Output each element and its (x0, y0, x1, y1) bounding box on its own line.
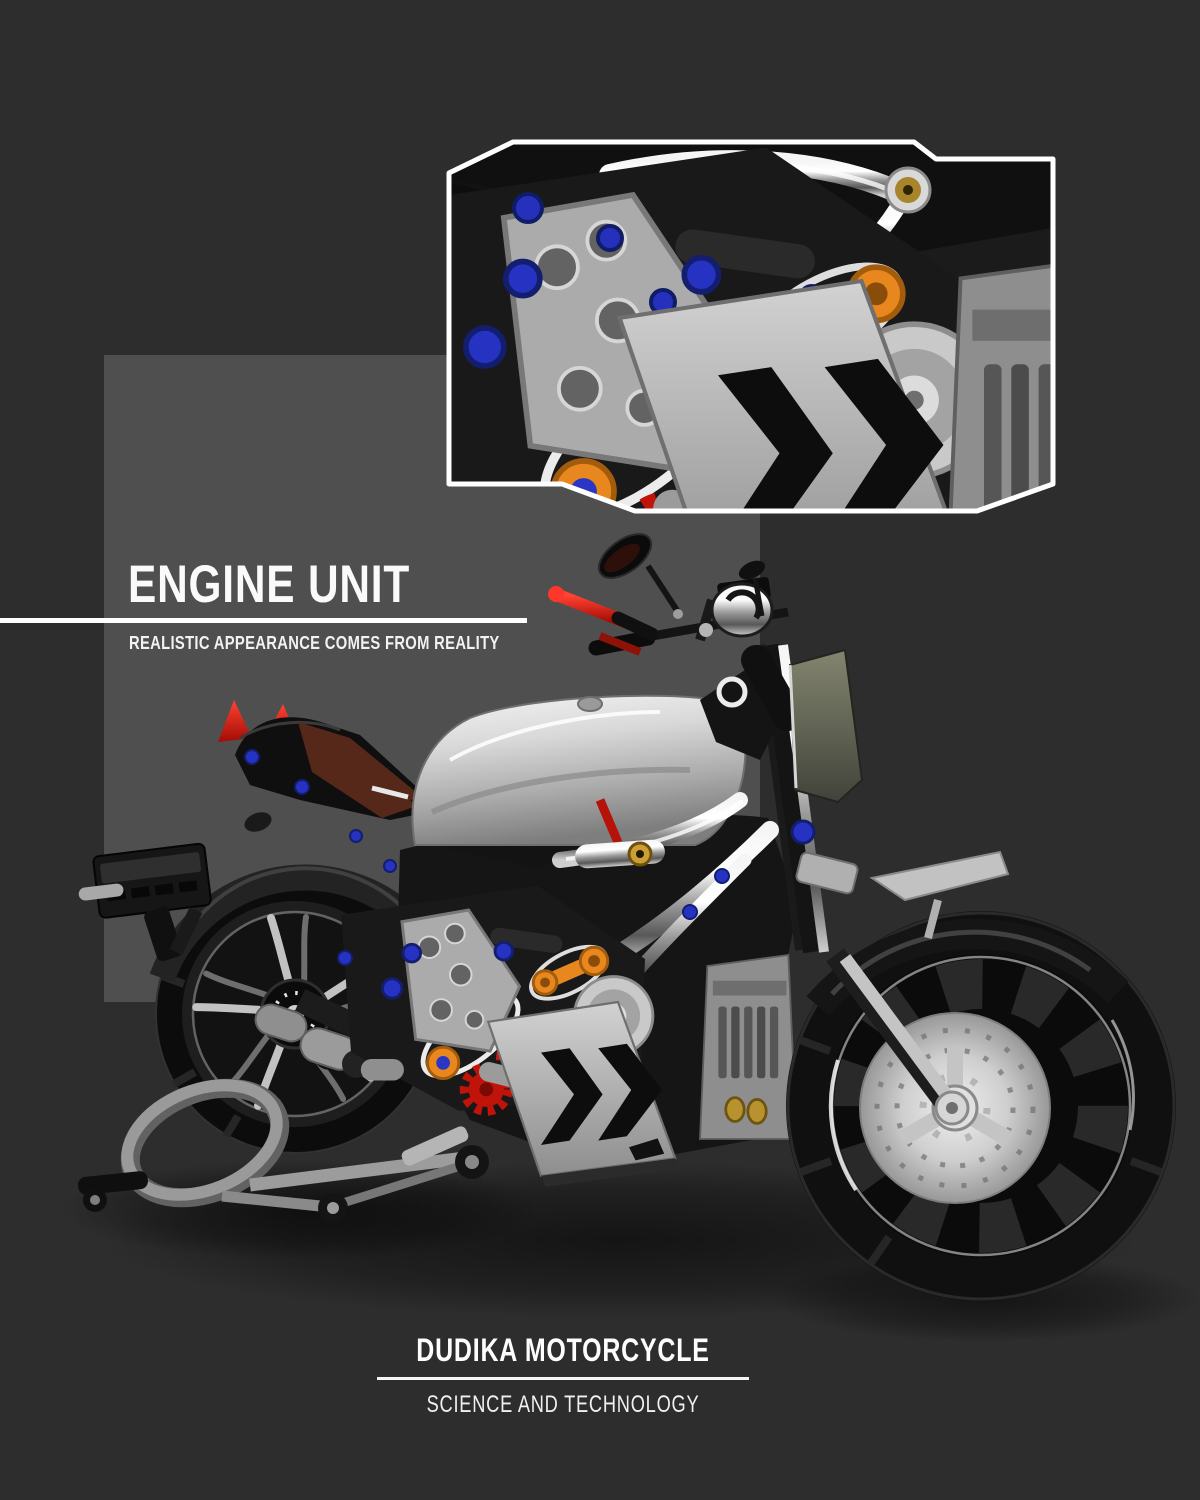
license-plate-part (78, 842, 212, 919)
handlebar-assembly (548, 533, 864, 804)
brand-name: DUDIKA MOTORCYCLE (416, 1332, 710, 1368)
page-subtitle: REALISTIC APPEARANCE COMES FROM REALITY (129, 633, 500, 653)
footer-tagline: SCIENCE AND TECHNOLOGY (426, 1391, 700, 1418)
side-mirror-right (738, 560, 766, 617)
footer-divider-line (377, 1377, 749, 1380)
tail-section (218, 700, 440, 832)
front-number-plate (788, 648, 864, 804)
engine-block (698, 953, 798, 1141)
inset-engine-block (945, 255, 1150, 645)
engine-closeup-photo (446, 139, 1150, 645)
footer-block: DUDIKA MOTORCYCLE (363, 1334, 763, 1366)
page-title: ENGINE UNIT (128, 555, 411, 614)
title-divider-line (0, 618, 527, 623)
paddock-stand (78, 1078, 489, 1223)
inset-white-border (446, 139, 1056, 514)
motorcycle-model-photo (78, 533, 1176, 1301)
fuel-tank (411, 694, 747, 846)
side-mirror (597, 533, 683, 619)
